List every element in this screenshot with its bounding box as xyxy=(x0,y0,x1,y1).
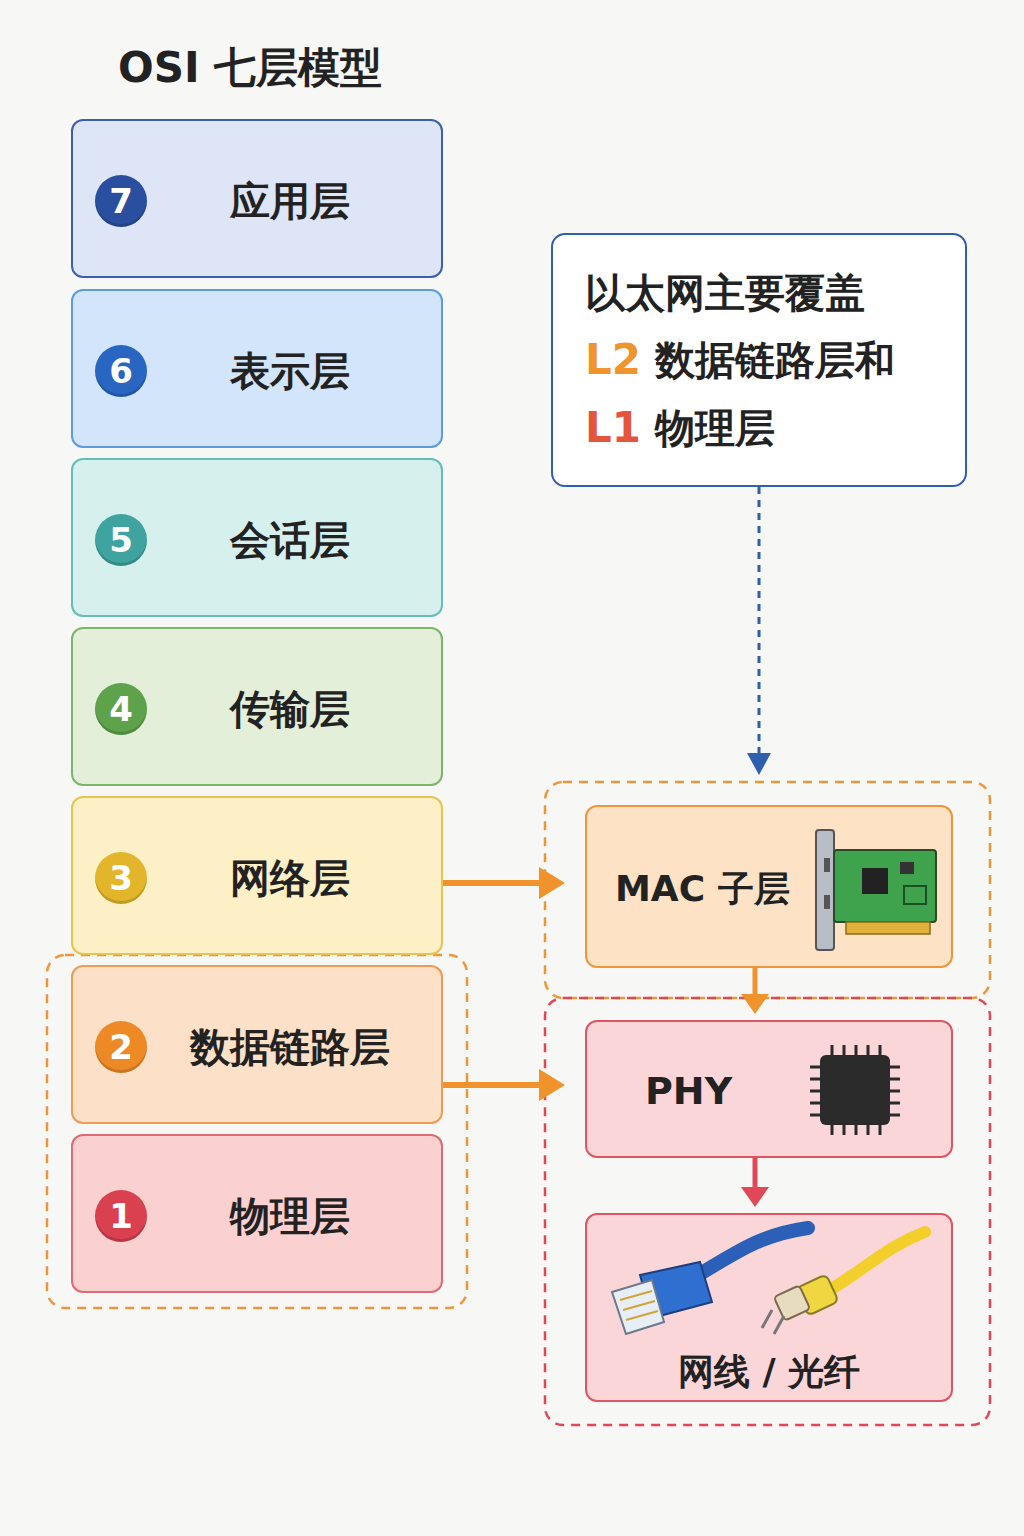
group-frame xyxy=(545,998,990,1425)
port xyxy=(824,858,830,872)
fiber-ferrule xyxy=(762,1310,784,1334)
board-chip xyxy=(862,868,888,894)
osi-layer-box: 5 会话层 xyxy=(71,458,443,617)
card-bracket xyxy=(816,830,834,950)
component-name: 网线 / 光纤 xyxy=(587,1349,951,1395)
gold-fingers xyxy=(846,922,930,934)
port xyxy=(824,895,830,909)
callout-line: 以太网主要覆盖 xyxy=(585,268,865,318)
fiber-boot xyxy=(795,1274,838,1316)
callout-box: 以太网主要覆盖 L2 数据链路层和 L1 物理层 xyxy=(551,233,967,487)
layer-name: 传输层 xyxy=(168,685,411,733)
connector-line xyxy=(753,968,758,998)
group-frame xyxy=(545,782,990,998)
layer-number: 4 xyxy=(95,683,147,735)
connector-line xyxy=(443,1082,544,1088)
board-chip xyxy=(900,862,914,874)
arrow-head xyxy=(539,1069,565,1101)
layer-name: 表示层 xyxy=(168,347,411,395)
layer-name: 应用层 xyxy=(168,177,411,225)
layer-number: 2 xyxy=(95,1021,147,1073)
fiber-cable xyxy=(830,1232,925,1290)
ethernet-cable xyxy=(690,1228,808,1280)
component-name: MAC 子层 xyxy=(615,865,790,913)
component-box: 网线 / 光纤 xyxy=(585,1213,953,1402)
layer-number: 5 xyxy=(95,514,147,566)
arrow-head xyxy=(747,753,771,775)
cable-icon xyxy=(612,1228,925,1334)
layer-name: 会话层 xyxy=(168,516,411,564)
connector-arrow xyxy=(741,1158,769,1207)
layer-tag: L1 xyxy=(585,403,641,452)
layer-number: 7 xyxy=(95,175,147,227)
nic-card-icon xyxy=(816,830,936,950)
rj45-boot xyxy=(640,1262,712,1318)
osi-layer-box: 2 数据链路层 xyxy=(71,965,443,1124)
connector-line xyxy=(758,487,761,757)
diagram-title: OSI 七层模型 xyxy=(118,40,382,96)
component-box: MAC 子层 xyxy=(585,805,953,968)
chip-pins xyxy=(810,1045,900,1135)
callout-text: 物理层 xyxy=(655,405,775,451)
group-frame xyxy=(47,955,467,1308)
callout-line: L2 数据链路层和 xyxy=(585,335,895,385)
arrow-head xyxy=(539,867,565,899)
osi-layer-box: 3 网络层 xyxy=(71,796,443,955)
rj45-pins xyxy=(620,1291,658,1320)
layer-number: 1 xyxy=(95,1190,147,1242)
callout-text: 以太网主要覆盖 xyxy=(585,270,865,316)
connector-arrow xyxy=(747,487,771,775)
arrow-head xyxy=(741,1187,769,1207)
callout-line: L1 物理层 xyxy=(585,403,775,453)
rj45-plug xyxy=(612,1280,664,1334)
connector-arrow xyxy=(443,867,565,899)
osi-layer-box: 7 应用层 xyxy=(71,119,443,278)
osi-layer-box: 1 物理层 xyxy=(71,1134,443,1293)
layer-name: 网络层 xyxy=(168,854,411,902)
layer-tag: L2 xyxy=(585,335,641,384)
osi-layer-box: 4 传输层 xyxy=(71,627,443,786)
layer-number: 3 xyxy=(95,852,147,904)
connector-line xyxy=(753,1158,758,1191)
callout-text: 数据链路层和 xyxy=(655,337,895,383)
osi-layer-box: 6 表示层 xyxy=(71,289,443,448)
layer-name: 物理层 xyxy=(168,1192,411,1240)
phy-chip-icon xyxy=(810,1045,900,1135)
component-name: PHY xyxy=(645,1067,732,1115)
board-trace xyxy=(904,886,926,904)
chip-body xyxy=(820,1055,890,1125)
arrow-head xyxy=(741,994,769,1014)
connector-arrow xyxy=(741,968,769,1014)
fiber-connector xyxy=(774,1285,810,1320)
layer-number: 6 xyxy=(95,345,147,397)
component-box: PHY xyxy=(585,1020,953,1158)
circuit-board xyxy=(834,850,936,922)
layer-name: 数据链路层 xyxy=(168,1023,411,1071)
connector-arrow xyxy=(443,1069,565,1101)
connector-line xyxy=(443,880,544,886)
